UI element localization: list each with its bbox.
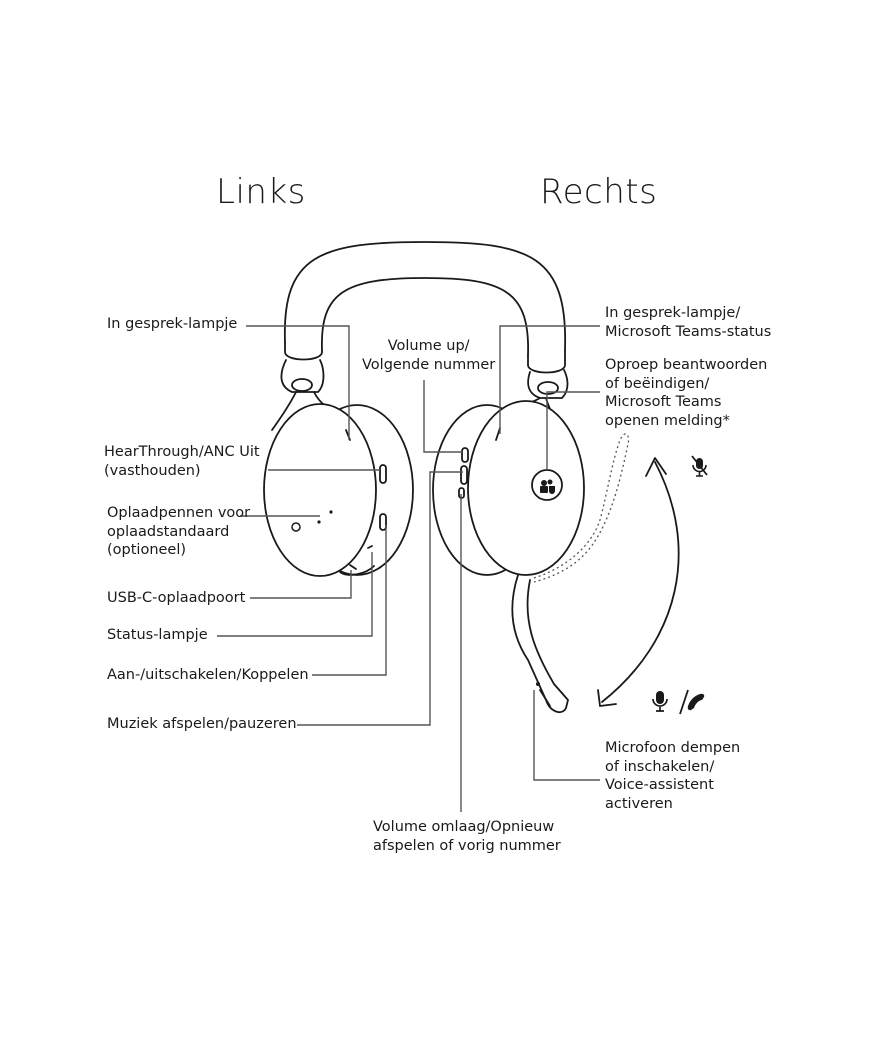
label-answer-call-line-1: Oproep beantwoorden xyxy=(605,357,768,373)
label-mute-line-1: Microfoon dempen xyxy=(605,740,741,756)
label-charging-pins: Oplaadpennen voor oplaadstandaard (optio… xyxy=(107,504,250,560)
label-volume-up-line-1: Volume up/ xyxy=(387,338,470,354)
label-mute-line-3: Voice-assistent xyxy=(605,777,714,793)
label-volume-up: Volume up/ Volgende nummer xyxy=(362,337,495,374)
label-charging-pins-line-2: oplaadstandaard xyxy=(107,523,230,540)
teams-logo-icon xyxy=(540,479,555,494)
label-charging-pins-line-1: Oplaadpennen voor xyxy=(107,505,251,521)
label-usb: USB-C-oplaadpoort xyxy=(107,590,246,606)
label-answer-call-line-3: Microsoft Teams xyxy=(605,394,722,410)
curved-arrow-icon xyxy=(597,457,680,707)
label-hearthrough-line-2: (vasthouden) xyxy=(104,462,201,479)
label-answer-call-line-2: of beëindigen/ xyxy=(605,375,710,392)
label-status: Status-lampje xyxy=(107,627,208,643)
label-mute-line-2: of inschakelen/ xyxy=(605,758,715,775)
label-charging-pins-line-3: (optioneel) xyxy=(107,542,187,558)
right-earcup xyxy=(432,400,585,576)
label-volume-down-line-1: Volume omlaag/Opnieuw xyxy=(373,819,555,835)
label-mute: Microfoon dempen of inschakelen/ Voice-a… xyxy=(605,739,740,813)
label-power: Aan-/uitschakelen/Koppelen xyxy=(107,667,309,683)
label-answer-call: Oproep beantwoorden of beëindigen/ Micro… xyxy=(605,356,767,430)
label-call-light-teams-line-2: Microsoft Teams-status xyxy=(605,323,772,340)
phone-icon xyxy=(687,693,705,711)
label-hearthrough-line-1: HearThrough/ANC Uit xyxy=(104,444,260,460)
label-mute-line-4: activeren xyxy=(605,795,673,812)
boom-mic xyxy=(511,574,569,714)
heading-right: Rechts xyxy=(540,172,658,212)
label-volume-down: Volume omlaag/Opnieuw afspelen of vorig … xyxy=(373,818,561,855)
label-answer-call-line-4: openen melding* xyxy=(605,412,730,429)
label-call-light-teams-line-1: In gesprek-lampje/ xyxy=(605,305,741,321)
left-earcup xyxy=(263,403,414,577)
label-call-light: In gesprek-lampje xyxy=(107,316,238,332)
leader-lines xyxy=(217,325,600,812)
heading-left: Links xyxy=(216,172,306,212)
mic-muted-icon xyxy=(691,455,708,477)
label-music: Muziek afspelen/pauzeren xyxy=(107,716,297,732)
slash-divider xyxy=(679,689,689,715)
label-volume-down-line-2: afspelen of vorig nummer xyxy=(373,837,561,854)
label-call-light-teams: In gesprek-lampje/ Microsoft Teams-statu… xyxy=(605,304,771,341)
headband xyxy=(284,241,566,374)
label-hearthrough: HearThrough/ANC Uit (vasthouden) xyxy=(104,443,260,480)
label-volume-up-line-2: Volgende nummer xyxy=(362,356,496,373)
mic-icon xyxy=(652,691,668,712)
